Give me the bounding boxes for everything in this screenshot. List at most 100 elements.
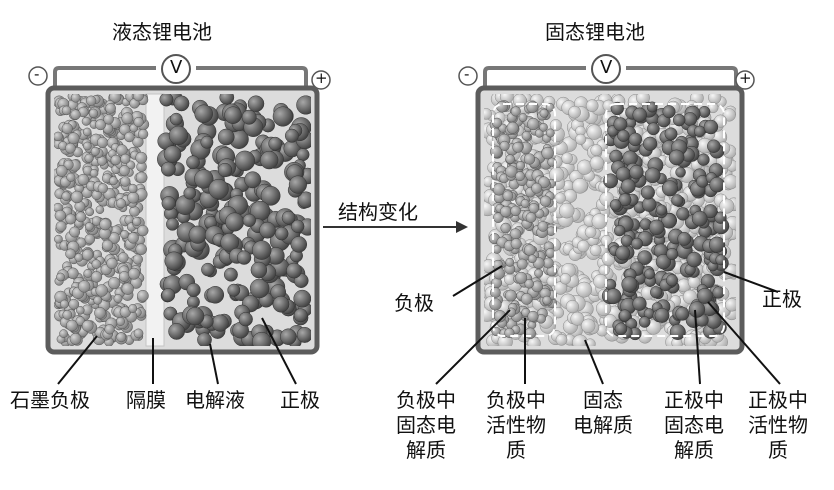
particle bbox=[272, 295, 290, 313]
particle bbox=[644, 167, 661, 184]
particle bbox=[104, 324, 115, 335]
particle bbox=[524, 279, 534, 289]
particle bbox=[194, 169, 214, 189]
particle bbox=[250, 261, 268, 279]
particle bbox=[227, 283, 241, 297]
particle bbox=[61, 105, 72, 116]
particle bbox=[615, 245, 631, 261]
particle bbox=[94, 307, 106, 319]
particle bbox=[290, 236, 308, 253]
particle bbox=[197, 332, 212, 346]
particle bbox=[492, 244, 502, 254]
particle bbox=[234, 150, 256, 171]
particle bbox=[293, 289, 311, 308]
particle bbox=[621, 276, 638, 293]
particle bbox=[484, 108, 492, 120]
label-cathode-solid-electrolyte: 正极中 固态电 解质 bbox=[664, 388, 724, 462]
particle bbox=[492, 183, 506, 196]
particle bbox=[617, 129, 630, 142]
particle bbox=[576, 281, 593, 298]
particle bbox=[110, 154, 122, 166]
particle bbox=[555, 333, 568, 346]
particle bbox=[537, 221, 549, 232]
right-positive-label: + bbox=[739, 69, 752, 87]
particle bbox=[524, 327, 536, 340]
particle bbox=[521, 131, 532, 141]
particle bbox=[671, 194, 684, 207]
particle bbox=[297, 191, 311, 209]
particle bbox=[81, 319, 94, 332]
particle bbox=[66, 319, 78, 332]
particle bbox=[570, 311, 585, 326]
particle bbox=[723, 174, 736, 190]
particle bbox=[609, 199, 622, 211]
particle bbox=[116, 317, 125, 326]
particle bbox=[614, 322, 628, 336]
particle bbox=[85, 207, 95, 217]
particle bbox=[676, 207, 690, 221]
particle bbox=[82, 141, 92, 151]
particle bbox=[118, 165, 130, 177]
particle bbox=[90, 146, 100, 156]
particle bbox=[665, 274, 679, 287]
left-negative-label: - bbox=[34, 65, 40, 83]
particle bbox=[169, 112, 183, 126]
particle bbox=[65, 142, 76, 154]
particle bbox=[697, 153, 710, 166]
particle bbox=[683, 112, 698, 127]
arrow-label: 结构变化 bbox=[338, 200, 418, 224]
particle bbox=[709, 176, 725, 193]
particle bbox=[661, 180, 679, 197]
particle bbox=[516, 258, 528, 270]
label-left-cathode: 正极 bbox=[280, 388, 320, 412]
particle bbox=[86, 95, 97, 106]
particle bbox=[116, 198, 126, 209]
particle bbox=[712, 286, 725, 299]
particle bbox=[127, 191, 140, 204]
particle bbox=[133, 328, 144, 339]
particle bbox=[703, 204, 718, 219]
particle bbox=[693, 125, 706, 138]
particle bbox=[252, 331, 272, 346]
particle bbox=[128, 267, 140, 280]
particle bbox=[95, 119, 106, 131]
particle bbox=[242, 213, 256, 228]
particle bbox=[515, 161, 526, 171]
particle bbox=[117, 252, 129, 263]
particle bbox=[686, 251, 702, 268]
right-title: 固态锂电池 bbox=[545, 20, 645, 44]
particle bbox=[527, 310, 539, 322]
particle bbox=[55, 220, 67, 232]
particle bbox=[526, 100, 539, 114]
particle bbox=[618, 309, 631, 322]
cathode-region-outline bbox=[605, 103, 725, 337]
particle bbox=[76, 306, 85, 315]
particle bbox=[614, 224, 626, 237]
particle bbox=[106, 257, 118, 269]
particle bbox=[59, 329, 68, 338]
particle bbox=[127, 232, 139, 244]
particle bbox=[539, 122, 548, 132]
label-right-cathode: 正极 bbox=[762, 287, 802, 311]
particle bbox=[572, 177, 588, 194]
left-voltmeter-label: V bbox=[170, 57, 183, 78]
particle bbox=[164, 251, 184, 271]
particle bbox=[561, 152, 573, 165]
particle bbox=[539, 108, 549, 118]
particle bbox=[168, 323, 185, 340]
particle bbox=[284, 128, 299, 143]
particle bbox=[108, 232, 121, 244]
particle bbox=[186, 307, 205, 326]
particle bbox=[159, 94, 174, 107]
particle bbox=[688, 301, 706, 318]
particle bbox=[520, 293, 533, 305]
particle bbox=[558, 202, 575, 219]
particle bbox=[225, 212, 245, 232]
particle bbox=[575, 133, 587, 145]
particle bbox=[505, 165, 518, 178]
particle bbox=[236, 250, 252, 265]
particle bbox=[188, 225, 207, 244]
particle bbox=[703, 119, 719, 135]
right-wire-negative bbox=[483, 66, 586, 88]
particle bbox=[591, 213, 608, 230]
